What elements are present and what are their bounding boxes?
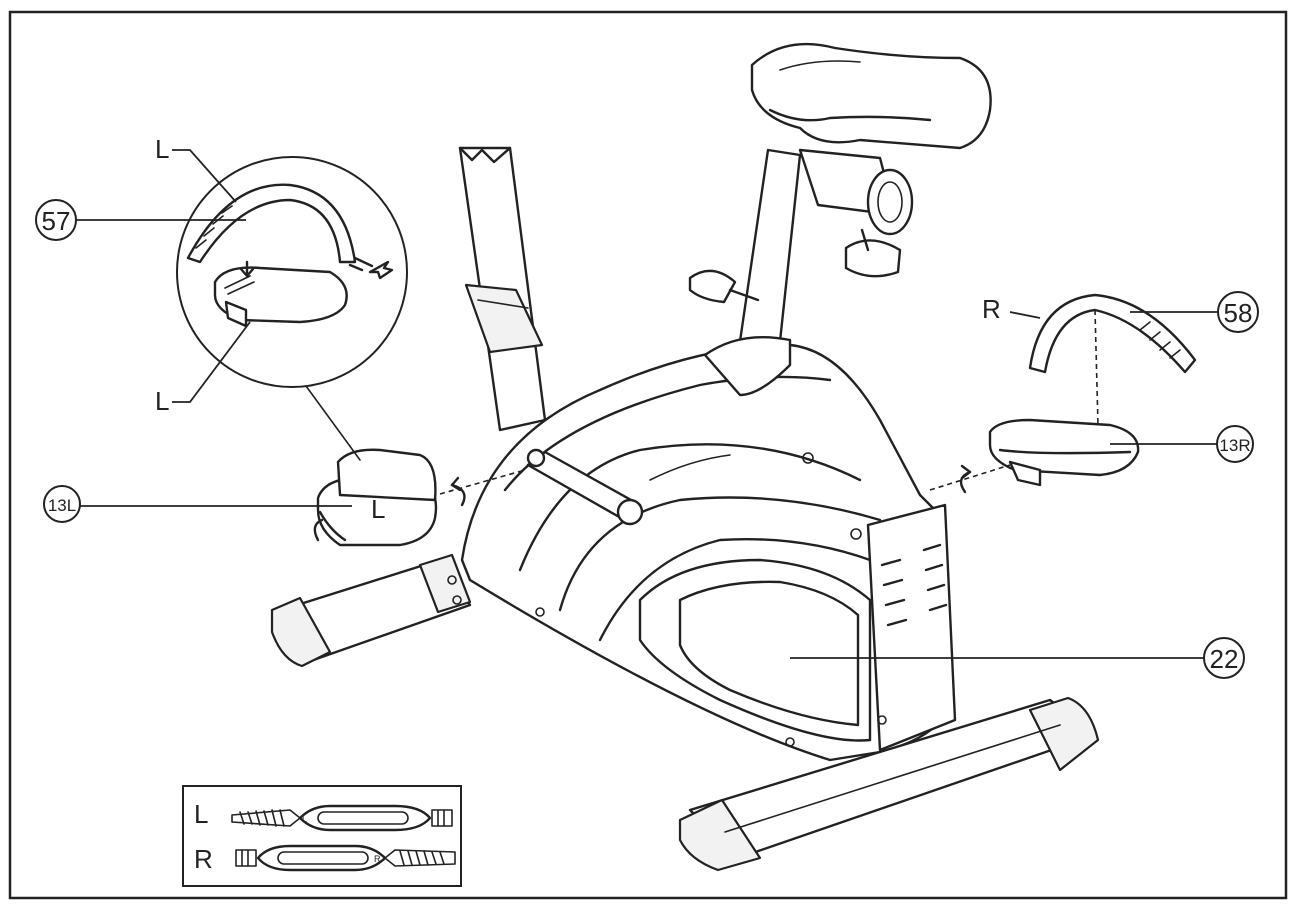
svg-text:58: 58 [1224,298,1253,328]
legend-strap-right-mark: R [374,854,381,864]
right-strap-letter: R [982,294,1001,324]
seat-post [736,148,802,362]
right-pedal-body [988,418,1140,477]
callout-22: 22 [790,637,1245,679]
callout-13r: 13R [1110,425,1254,463]
left-pedal-assembly: L [313,448,526,547]
callout-13l: 13L [43,485,352,523]
svg-text:13R: 13R [1219,436,1250,455]
left-toe-strap [186,183,357,264]
saddle [750,42,992,150]
left-pedal-strap [336,448,437,502]
seat-adjust-knob [688,269,737,304]
legend-strap-left: L [231,804,453,832]
left-strap-letter: L [155,134,169,164]
bike-frame-illustration [270,42,1100,872]
vent-slots [880,543,948,627]
callout-58: 58 [1130,291,1259,333]
legend-strap-right: R [235,844,456,872]
svg-text:13L: 13L [48,496,76,515]
slider-knob-base [844,239,902,278]
svg-text:22: 22 [1210,644,1239,674]
seat-post-collar [703,335,792,397]
diagram-frame [8,10,1288,900]
svg-text:57: 57 [42,206,71,236]
front-end-cap [270,596,332,668]
left-pedal-detail-body [213,266,348,324]
legend-letter-left: L [194,799,208,829]
side-cover-panel [638,558,872,742]
handlebar-post-collar [464,283,544,354]
insert-arrow-icon [368,260,394,280]
vent-panel [866,503,957,752]
left-pedal-inset-letter: L [155,386,169,416]
callout-57: 57 [35,199,246,241]
rear-end-cap-right [1028,696,1100,772]
rear-end-cap-left [678,798,762,872]
left-pedal-detail-inset: L L [155,134,408,461]
slider-knob [866,168,914,236]
legend-strap-left-mark: L [302,814,307,824]
down-arrow-icon [239,260,255,278]
right-toe-strap [1028,293,1197,374]
right-pedal-assembly: R [929,293,1197,494]
strap-orientation-legend: L L R R [182,785,462,887]
legend-letter-right: R [194,844,213,874]
left-pedal-letter: L [371,494,385,524]
